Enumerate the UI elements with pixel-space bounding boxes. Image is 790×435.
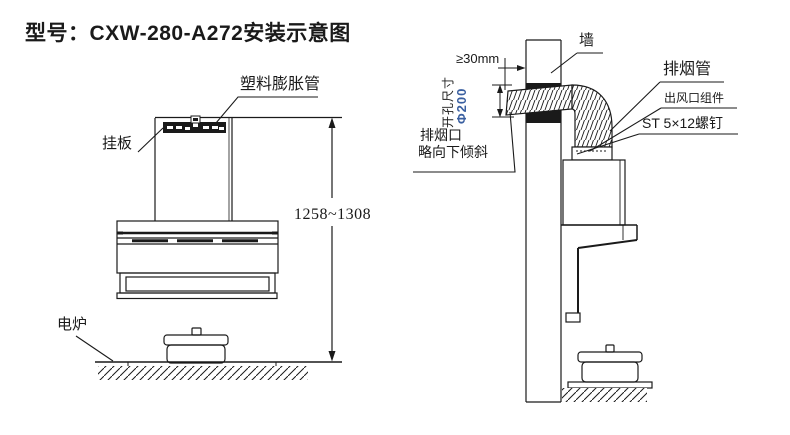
side-hood [561, 159, 638, 323]
pot [163, 327, 229, 364]
outlet-note-line2: 略向下倾斜 [418, 144, 488, 160]
exhaust-pipe-leader [609, 81, 724, 132]
outlet-assembly-label: 出风口组件 [664, 91, 725, 105]
mounting-plate-leader [137, 127, 164, 153]
wall-label: 墙 [579, 32, 595, 49]
right-leader-lines [413, 52, 738, 173]
screws-label: ST 5×12螺钉 [642, 115, 724, 131]
left-diagram [75, 96, 342, 380]
right-diagram [413, 39, 738, 403]
hole-diameter-label: Φ200 [454, 87, 469, 124]
stove-right [562, 381, 653, 402]
pot-right [577, 344, 643, 383]
stove-label: 电炉 [57, 316, 88, 333]
exhaust-duct [505, 84, 613, 161]
height-dimension [328, 117, 336, 362]
outlet-note-line1: 排烟口 [420, 127, 462, 143]
left-leader-lines [75, 96, 318, 362]
clearance-label: ≥30mm [456, 51, 500, 66]
wall-leader [550, 52, 603, 74]
outlet-assembly-leader [589, 107, 737, 152]
stove-surface [95, 361, 342, 380]
hood-body [116, 220, 279, 300]
outlet-note-leader [413, 111, 516, 173]
height-dimension-label: 1258~1308 [292, 206, 374, 224]
mounting-plate [163, 115, 226, 133]
page-title: 型号：CXW-280-A272安装示意图 [25, 22, 351, 45]
screws-leader [576, 133, 738, 155]
plastic-anchor-label: 塑料膨胀管 [240, 76, 321, 93]
stove-leader [75, 335, 114, 362]
hole-dimension [492, 58, 526, 118]
plastic-anchor-leader [215, 96, 318, 124]
exhaust-pipe-label: 排烟管 [663, 61, 712, 78]
mounting-plate-label: 挂板 [102, 135, 133, 152]
